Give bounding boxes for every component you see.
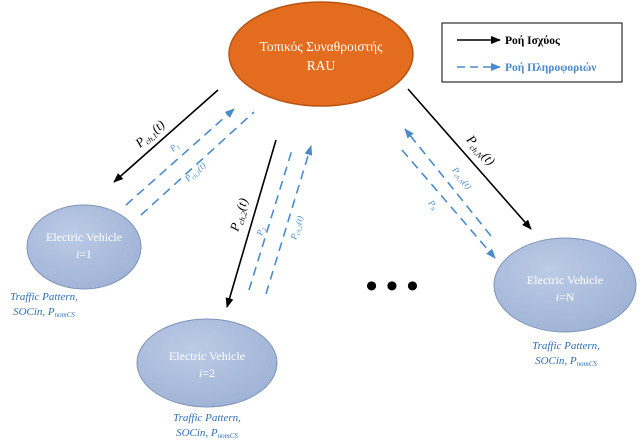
power-arrow-n bbox=[407, 88, 532, 230]
vehicle-n-ellipse bbox=[493, 237, 637, 333]
legend-info-label: Ροή Πληροφοριών bbox=[505, 61, 596, 74]
info-label-2a: P2 bbox=[254, 226, 268, 239]
vehicle-1-title: Electric Vehicle bbox=[46, 230, 122, 244]
info-label-na: PN bbox=[424, 197, 441, 213]
power-arrow-1 bbox=[113, 89, 219, 183]
vehicle-n-node: Electric Vehicle i=N Traffic Pattern, SO… bbox=[493, 237, 637, 368]
info-arrow-nb bbox=[401, 149, 496, 259]
vehicle-2-title: Electric Vehicle bbox=[169, 349, 245, 363]
vehicle-1-ellipse bbox=[26, 204, 142, 290]
vehicle-n-title: Electric Vehicle bbox=[527, 273, 603, 287]
power-label-n: Pch,N(t) bbox=[462, 131, 499, 169]
legend: Ροή Ισχύος Ροή Πληροφοριών bbox=[441, 22, 623, 83]
vehicle-1-info-line1: Traffic Pattern, bbox=[10, 291, 78, 303]
power-label-2: Pch,2(t) bbox=[226, 196, 252, 234]
vehicle-1-node: Electric Vehicle i=1 Traffic Pattern, SO… bbox=[10, 204, 142, 319]
vehicle-1-index: i=1 bbox=[76, 247, 92, 261]
info-arrow-2 bbox=[248, 149, 293, 291]
info-label-1b: Pch,1(t) bbox=[182, 160, 209, 186]
vehicle-2-node: Electric Vehicle i=2 Traffic Pattern, SO… bbox=[136, 318, 278, 440]
vehicle-n-index: i=N bbox=[556, 290, 575, 304]
info-arrow-1b bbox=[140, 111, 255, 216]
legend-box bbox=[441, 22, 623, 83]
info-arrow-n bbox=[404, 128, 492, 237]
info-arrow-1 bbox=[125, 108, 235, 206]
vehicle-2-ellipse bbox=[136, 318, 278, 408]
power-label-1: Pch,1(t) bbox=[131, 117, 168, 153]
aggregator-ellipse bbox=[228, 1, 414, 107]
info-label-2b: Pch,2(t) bbox=[288, 215, 307, 243]
legend-power-label: Ροή Ισχύος bbox=[505, 34, 560, 47]
aggregator-node: Τοπικός Συναθροιστής RAU bbox=[228, 1, 414, 107]
vehicle-2-info-line1: Traffic Pattern, bbox=[173, 412, 241, 424]
power-arrow-2 bbox=[225, 139, 277, 308]
vehicle-2-info-line2: SOCin, PnomCS bbox=[176, 427, 238, 440]
vehicle-1-info-line2: SOCin, PnomCS bbox=[13, 306, 75, 319]
info-label-1a: P1 bbox=[167, 140, 182, 155]
vehicle-n-info-line1: Traffic Pattern, bbox=[532, 340, 600, 352]
vehicle-n-info-line2: SOCin, PnomCS bbox=[535, 355, 597, 368]
vehicle-2-index: i=2 bbox=[199, 366, 215, 380]
info-arrow-2b bbox=[265, 145, 313, 295]
aggregator-title: Τοπικός Συναθροιστής bbox=[260, 39, 384, 54]
aggregator-label: RAU bbox=[307, 58, 336, 73]
ellipsis-dots: • • • bbox=[366, 268, 419, 305]
